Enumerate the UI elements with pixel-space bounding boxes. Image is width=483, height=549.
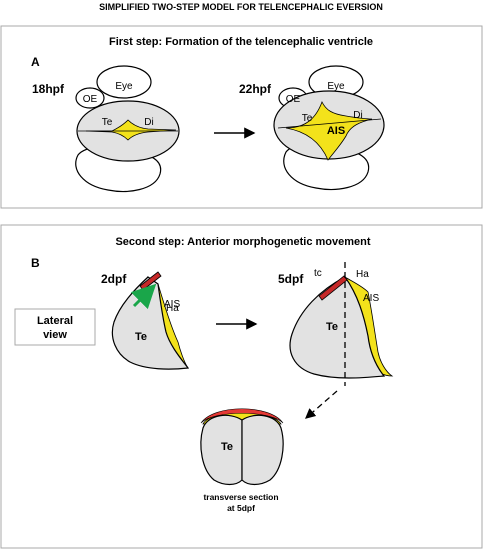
- stage-label-18hpf: 18hpf: [32, 82, 65, 96]
- te-label: Te: [326, 321, 338, 333]
- di-label: Di: [144, 117, 153, 128]
- section-caption-line1: transverse section: [203, 492, 278, 502]
- brain-2dpf: 2dpf Ha AIS Te: [101, 271, 190, 370]
- right-hemisphere: [241, 414, 284, 486]
- stage-label-5dpf: 5dpf: [278, 272, 304, 286]
- panel-a-heading: First step: Formation of the telencephal…: [109, 36, 373, 48]
- te-label: Te: [135, 331, 147, 343]
- green-arrow: [130, 283, 157, 310]
- panel-b-frame: [0, 224, 483, 549]
- ha-label: Ha: [166, 303, 179, 314]
- embryo-22hpf: 22hpf Eye OE Te Di AIS: [239, 65, 385, 191]
- eye-label: Eye: [327, 81, 345, 92]
- panel-a: First step: Formation of the telencephal…: [0, 25, 483, 209]
- view-label-line2: view: [43, 329, 67, 341]
- tela-choroidea: [200, 408, 284, 424]
- section-caption-line2: at 5dpf: [227, 503, 255, 513]
- panel-a-frame: [0, 25, 483, 209]
- panel-b-letter: B: [31, 256, 40, 270]
- arrow-to-section: [305, 390, 338, 419]
- panel-b: Second step: Anterior morphogenetic move…: [0, 224, 483, 549]
- oe-label: OE: [83, 94, 98, 105]
- panel-a-letter: A: [31, 55, 40, 69]
- stage-label-2dpf: 2dpf: [101, 272, 127, 286]
- tc-label: tc: [314, 268, 322, 279]
- ventricle-shape: [85, 119, 177, 141]
- te-label: Te: [102, 117, 113, 128]
- stage-label-22hpf: 22hpf: [239, 82, 272, 96]
- midline: [277, 118, 382, 129]
- eye-label: Eye: [115, 81, 133, 92]
- tela-choroidea: [318, 275, 348, 301]
- ais-label: AIS: [327, 125, 345, 137]
- figure-title: SIMPLIFIED TWO-STEP MODEL FOR TELENCEPHA…: [99, 2, 383, 12]
- ha-label: Ha: [356, 269, 369, 280]
- oe-label: OE: [286, 94, 301, 105]
- left-hemisphere: [200, 414, 243, 486]
- oe-shape: [75, 87, 105, 109]
- embryo-18hpf: 18hpf Eye OE Te Di: [32, 65, 180, 193]
- eye-shape: [96, 65, 152, 99]
- te-label: Te: [302, 113, 313, 124]
- transverse-section: Te transverse section at 5dpf: [200, 408, 284, 513]
- ais-label: AIS: [164, 299, 180, 310]
- view-label-box: [14, 308, 96, 346]
- ventricle-shape: [285, 101, 373, 161]
- brain-5dpf: 5dpf tc Ha AIS Te: [278, 262, 394, 386]
- panel-b-heading: Second step: Anterior morphogenetic move…: [115, 236, 370, 248]
- di-label: Di: [353, 110, 362, 121]
- te-label: Te: [221, 441, 233, 453]
- ais-label: AIS: [363, 293, 379, 304]
- view-label-line1: Lateral: [37, 315, 73, 327]
